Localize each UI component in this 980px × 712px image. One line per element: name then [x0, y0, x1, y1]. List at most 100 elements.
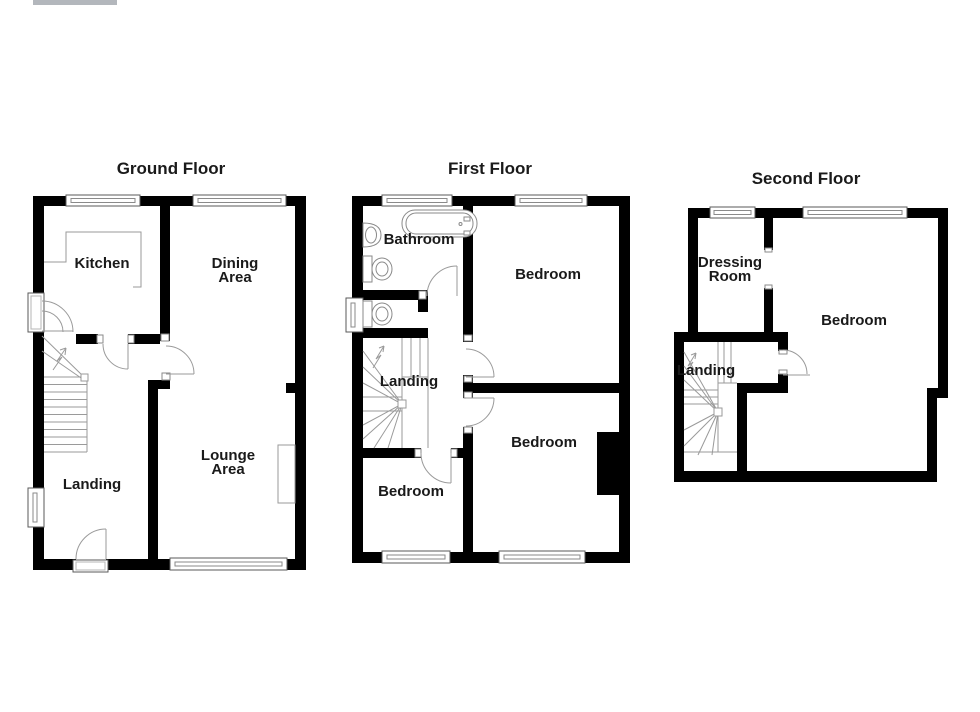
- room-label-kitchen: Kitchen: [74, 255, 130, 272]
- toilet-bathroom: [362, 255, 393, 283]
- second-floor-plan: [674, 206, 948, 482]
- kitchen-door-swing: [102, 343, 129, 370]
- second-wall-landing-east: [737, 393, 747, 471]
- second-window-top-1: [709, 206, 756, 219]
- ground-wall-hall-a: [76, 334, 98, 344]
- second-floor-title: Second Floor: [751, 169, 861, 188]
- bathroom-door-swing: [426, 265, 458, 297]
- ground-floor-plan: [27, 194, 306, 573]
- jamb-notch: [764, 284, 773, 290]
- room-label-ground-landing: Landing: [62, 476, 122, 493]
- second-wall-entry-stub-top: [778, 342, 788, 351]
- first-wall-left: [352, 196, 363, 563]
- second-bedroom-door-swing: [782, 349, 810, 376]
- jamb-notch: [418, 290, 427, 300]
- jamb-notch: [450, 448, 458, 458]
- bedroom3-door-swing: [420, 452, 452, 484]
- front-door-swing: [41, 300, 74, 333]
- second-window-top-2: [802, 206, 908, 219]
- first-wall-bottom: [352, 552, 630, 563]
- room-label-bedroom-3: Bedroom: [378, 483, 444, 500]
- first-chimney-breast: [597, 432, 619, 495]
- first-wall-wc-east-a: [418, 290, 428, 312]
- first-window-top-2: [514, 194, 588, 207]
- second-wall-left-lower: [674, 332, 684, 482]
- second-wall-dressing-b: [764, 288, 773, 332]
- bedroom1-door-swing: [465, 348, 495, 378]
- room-label-second-landing: Landing: [676, 362, 736, 379]
- first-floor-plan: [345, 194, 630, 564]
- first-floor-title: First Floor: [447, 159, 533, 178]
- second-wall-step: [927, 388, 948, 398]
- lounge-bay: [277, 444, 296, 504]
- jamb-notch: [161, 372, 171, 381]
- first-wall-bed-west-upper: [463, 196, 473, 342]
- second-wall-right-upper: [938, 208, 948, 398]
- jamb-notch: [463, 334, 473, 342]
- room-label-lounge-area: Lounge Area: [200, 447, 256, 478]
- sink: [362, 222, 382, 248]
- first-wall-right: [619, 196, 630, 563]
- first-wall-bathroom-south: [352, 290, 420, 300]
- first-wall-landing-stub: [451, 448, 473, 458]
- front-door-frame: [27, 292, 45, 333]
- ground-wall-lounge-return: [148, 380, 170, 389]
- stair-newel: [713, 407, 723, 417]
- first-wall-wc-south: [352, 328, 428, 338]
- first-window-top-1: [381, 194, 453, 207]
- jamb-notch: [414, 448, 422, 458]
- second-wall-dressing-a: [764, 218, 773, 250]
- ground-wall-left: [33, 196, 44, 570]
- lounge-door-swing: [165, 345, 195, 375]
- jamb-notch: [160, 333, 170, 342]
- ground-window-bottom: [169, 557, 288, 571]
- jamb-notch: [463, 426, 473, 434]
- bedroom2-door-swing: [465, 397, 495, 427]
- screenshot-artifact: [33, 0, 117, 5]
- ground-wall-hall-b: [128, 334, 160, 344]
- second-wall-right-lower: [927, 398, 937, 482]
- stair-direction-arrow: [684, 352, 697, 376]
- room-label-bedroom-1: Bedroom: [515, 266, 581, 283]
- first-window-left: [345, 297, 364, 333]
- first-wall-bed-west-stub: [463, 375, 473, 398]
- ground-stairs: [41, 335, 89, 453]
- ground-wall-dining-nib: [286, 383, 306, 393]
- stair-newel: [397, 399, 407, 409]
- room-label-bedroom-2: Bedroom: [511, 434, 577, 451]
- jamb-notch: [778, 369, 788, 375]
- jamb-notch: [764, 247, 773, 253]
- second-wall-entry-stub-bottom: [778, 374, 788, 383]
- jamb-notch: [463, 375, 473, 383]
- kitchen-counter: [44, 231, 142, 288]
- bathtub: [401, 209, 478, 238]
- room-label-bathroom: Bathroom: [383, 231, 455, 248]
- first-wall-top: [352, 196, 630, 206]
- first-window-bottom-1: [381, 550, 451, 564]
- ground-wall-kitchen-divider: [160, 196, 170, 341]
- room-label-dining-area: Dining Area: [211, 255, 259, 286]
- second-stairs: [683, 342, 737, 456]
- first-stairs: [362, 338, 429, 449]
- ground-wall-lounge-west: [148, 389, 158, 559]
- stair-direction-arrow: [372, 345, 385, 369]
- toilet-wc: [362, 300, 393, 328]
- second-wall-bottom: [674, 471, 937, 482]
- ground-floor-title: Ground Floor: [116, 159, 226, 178]
- second-wall-landing-north: [674, 332, 788, 342]
- ground-back-door-frame: [72, 559, 109, 573]
- second-wall-landing-south: [737, 383, 788, 393]
- ground-window-top-1: [65, 194, 141, 207]
- first-wall-landing-south: [352, 448, 421, 458]
- ground-window-top-2: [192, 194, 287, 207]
- stair-newel: [80, 373, 89, 382]
- first-wall-bed-west-lower: [463, 427, 473, 552]
- second-wall-left-upper: [688, 208, 698, 342]
- jamb-notch: [127, 334, 135, 344]
- ground-window-left: [27, 487, 45, 528]
- jamb-notch: [96, 334, 104, 344]
- back-door-swing: [75, 528, 107, 560]
- first-wall-bedroom-divider: [473, 383, 619, 393]
